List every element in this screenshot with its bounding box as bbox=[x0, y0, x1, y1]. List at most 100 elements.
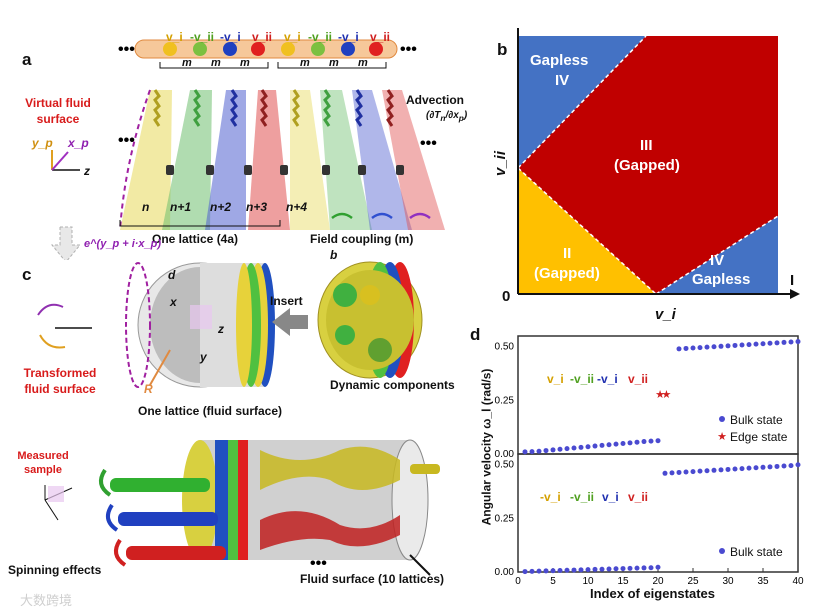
bulk-state-point bbox=[599, 442, 605, 448]
bulk-state-point bbox=[774, 340, 780, 346]
bulk-state-point bbox=[669, 470, 675, 476]
bulk-state-point bbox=[655, 564, 661, 570]
bot-chain-1: -v_i bbox=[540, 490, 561, 504]
region-label-3a: II bbox=[563, 245, 572, 262]
x-tick-label: 10 bbox=[582, 576, 594, 587]
y-tick-label: 0.00 bbox=[495, 567, 515, 578]
fan-red-2 bbox=[382, 90, 445, 230]
top-chain-2: -v_ii bbox=[570, 372, 595, 386]
top-chain-3: -v_i bbox=[597, 372, 618, 386]
site-n4: n+4 bbox=[286, 200, 308, 214]
sym-b: b bbox=[330, 248, 338, 262]
bulk-state-point bbox=[550, 568, 556, 574]
phase-origin: 0 bbox=[502, 288, 511, 305]
spinning-effects-label: Spinning effects bbox=[8, 563, 102, 577]
region-iii bbox=[518, 36, 778, 294]
bead-4 bbox=[251, 42, 265, 56]
site-n2: n+2 bbox=[210, 200, 232, 214]
bulk-state-point bbox=[571, 445, 577, 451]
bead-3 bbox=[223, 42, 237, 56]
svg-text:•••: ••• bbox=[118, 132, 135, 149]
bulk-state-point bbox=[683, 345, 689, 351]
bulk-state-point bbox=[788, 339, 794, 345]
bulk-state-point bbox=[767, 340, 773, 346]
bulk-state-point bbox=[564, 567, 570, 573]
bulk-state-point bbox=[634, 439, 640, 445]
bot-chain-4: v_ii bbox=[628, 490, 649, 504]
bead-6 bbox=[311, 42, 325, 56]
y-tick-label: 0.25 bbox=[495, 513, 515, 524]
m-label-4: m bbox=[300, 57, 310, 69]
bulk-state-point bbox=[760, 341, 766, 347]
one-lattice-label: One lattice (4a) bbox=[152, 232, 239, 246]
bulk-state-point bbox=[746, 342, 752, 348]
edge-state-point: ★ bbox=[655, 389, 665, 401]
fluid-surface-10-label: Fluid surface (10 lattices) bbox=[300, 572, 445, 586]
phase-xlabel: v_i bbox=[655, 306, 676, 323]
chain-label-8: v_ii bbox=[370, 30, 391, 44]
y-tick-label: 0.25 bbox=[495, 395, 515, 406]
phase-ylabel: v_ii bbox=[492, 150, 510, 177]
bulk-state-point bbox=[781, 463, 787, 469]
fan-yellow-2 bbox=[290, 90, 330, 230]
advection-expr: (∂Tn/∂xp) bbox=[426, 110, 468, 123]
bulk-state-point bbox=[760, 464, 766, 470]
region-label-3b: (Gapped) bbox=[534, 265, 600, 282]
sym-R: R bbox=[144, 382, 153, 396]
watermark: 大数跨境 bbox=[20, 593, 73, 608]
bulk-state-point bbox=[564, 446, 570, 452]
bulk-state-point bbox=[662, 470, 668, 476]
phase-diagram bbox=[517, 28, 800, 299]
bulk-state-point bbox=[557, 446, 563, 452]
y-tick-label: 0.50 bbox=[495, 342, 515, 353]
bulk-state-point bbox=[725, 343, 731, 349]
svg-text:•••: ••• bbox=[310, 555, 327, 572]
sym-d: d bbox=[168, 268, 176, 282]
bulk-state-point bbox=[648, 565, 654, 571]
bulk-state-point bbox=[711, 344, 717, 350]
bulk-state-point bbox=[655, 438, 661, 444]
bulk-state-point bbox=[578, 444, 584, 450]
legend-bulk-bottom: Bulk state bbox=[730, 545, 783, 559]
bulk-state-point bbox=[697, 468, 703, 474]
bulk-state-point bbox=[676, 469, 682, 475]
transformed-surface-label: Transformed fluid surface bbox=[23, 366, 97, 396]
bulk-state-point bbox=[732, 466, 738, 472]
legend-bulk-marker-bottom bbox=[719, 548, 725, 554]
insert-arrow bbox=[272, 308, 308, 336]
bulk-state-point bbox=[536, 568, 542, 574]
region-label-4b: Gapless bbox=[692, 271, 751, 288]
axis-xp: x_p bbox=[68, 136, 89, 150]
bulk-state-point bbox=[753, 341, 759, 347]
chain-label-2: -v_ii bbox=[190, 30, 215, 44]
bulk-state-point bbox=[732, 342, 738, 348]
x-tick-label: 40 bbox=[792, 576, 804, 587]
x-tick-label: 15 bbox=[617, 576, 629, 587]
bead-5 bbox=[281, 42, 295, 56]
fan-green-2 bbox=[320, 90, 372, 230]
region-label-4a: IV bbox=[710, 252, 725, 269]
bulk-state-point bbox=[641, 439, 647, 445]
panel-c-figure: ••• bbox=[37, 261, 440, 576]
bulk-state-point bbox=[767, 464, 773, 470]
top-chain-1: v_i bbox=[547, 372, 564, 386]
bulk-state-point bbox=[606, 442, 612, 448]
chain-label-7: -v_i bbox=[338, 30, 359, 44]
bulk-state-point bbox=[550, 447, 556, 453]
sym-z: z bbox=[218, 322, 224, 336]
x-tick-label: 30 bbox=[722, 576, 734, 587]
chain-label-1: v_i bbox=[166, 30, 183, 44]
bulk-state-point bbox=[543, 568, 549, 574]
x-tick-label: 20 bbox=[652, 576, 664, 587]
bulk-state-point bbox=[746, 465, 752, 471]
bulk-state-point bbox=[690, 345, 696, 351]
x-tick-label: 25 bbox=[687, 576, 699, 587]
bulk-state-point bbox=[739, 342, 745, 348]
m-label-5: m bbox=[329, 57, 339, 69]
site-n3: n+3 bbox=[246, 200, 268, 214]
bulk-state-point bbox=[718, 467, 724, 473]
advection-label: Advection bbox=[406, 93, 465, 107]
bulk-state-point bbox=[557, 567, 563, 573]
bulk-state-point bbox=[522, 569, 528, 575]
m-label-3: m bbox=[240, 57, 250, 69]
